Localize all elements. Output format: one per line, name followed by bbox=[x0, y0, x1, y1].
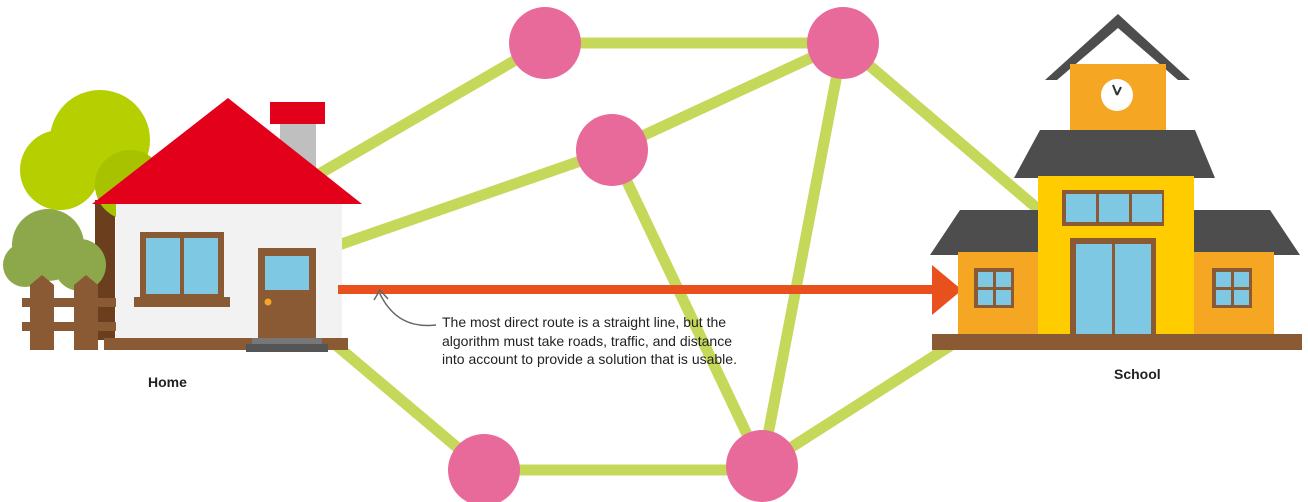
road-edge bbox=[294, 37, 551, 191]
road-edge bbox=[606, 37, 849, 156]
road-network bbox=[294, 37, 1051, 476]
node bbox=[726, 430, 798, 502]
arrow-icon bbox=[932, 265, 962, 315]
annotation-text: The most direct route is a straight line… bbox=[442, 314, 737, 367]
road-edge bbox=[756, 324, 981, 472]
school-icon bbox=[930, 14, 1302, 350]
road-edge bbox=[324, 144, 618, 254]
home-label: Home bbox=[148, 374, 187, 390]
school-label: School bbox=[1114, 366, 1161, 382]
direct-route-arrow bbox=[338, 265, 962, 315]
house-icon bbox=[92, 98, 362, 352]
road-edge bbox=[606, 144, 768, 472]
callout-pointer bbox=[373, 288, 437, 327]
node bbox=[509, 7, 581, 79]
road-edge bbox=[756, 37, 849, 472]
fence-icon bbox=[22, 275, 117, 350]
road-edge bbox=[837, 37, 1051, 221]
route-nodes bbox=[448, 7, 879, 502]
node bbox=[448, 434, 520, 502]
node bbox=[576, 114, 648, 186]
node bbox=[807, 7, 879, 79]
